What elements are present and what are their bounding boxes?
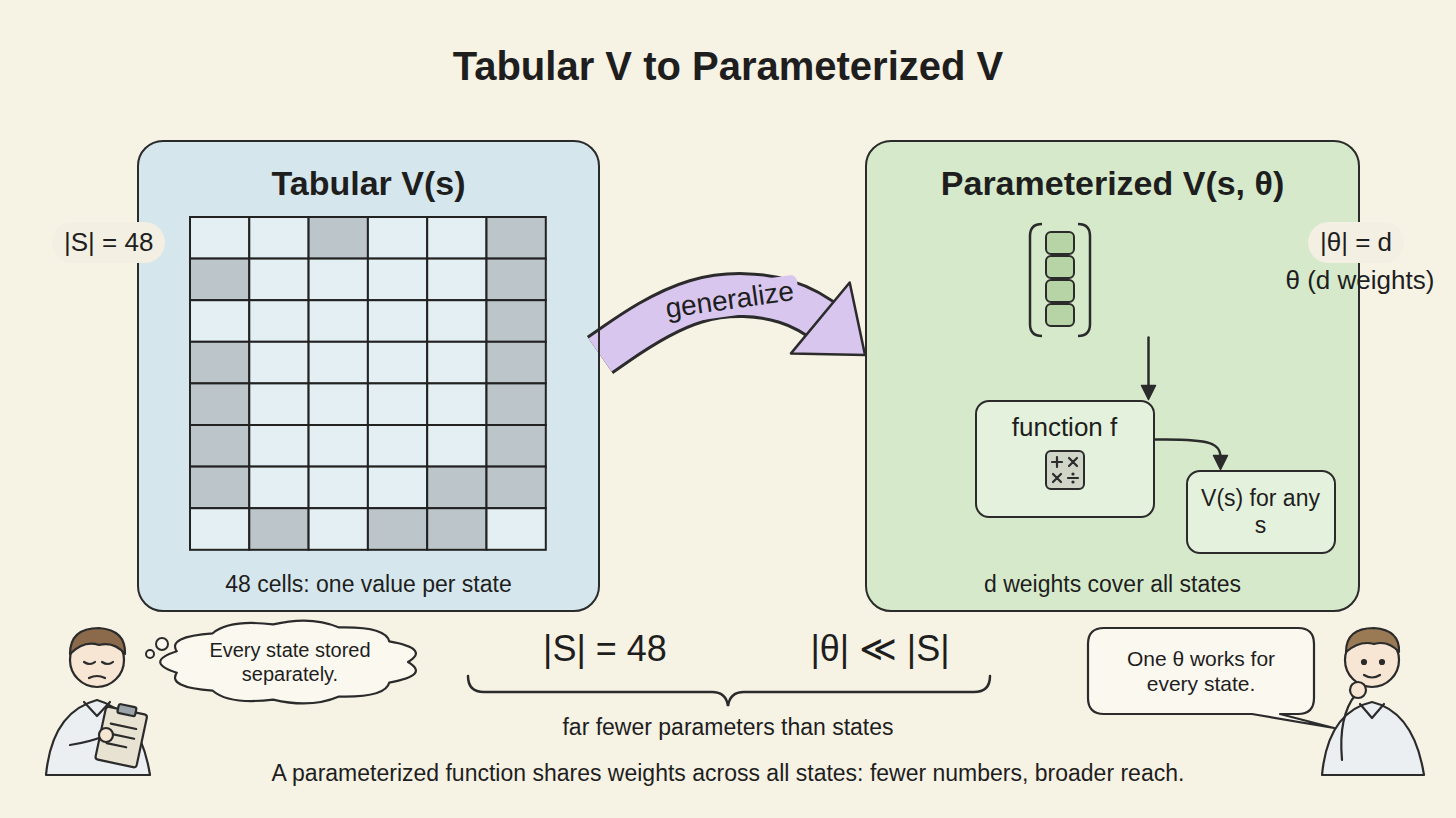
brace	[468, 676, 990, 706]
grid-cell	[309, 342, 368, 384]
cloud-outline	[168, 620, 412, 704]
grid-cell	[249, 259, 308, 301]
theta-vector: θ (d weights)	[1028, 222, 1270, 338]
grid-cell	[249, 425, 308, 467]
parameterized-panel: θ (d weights) function f V(s) for any s Par…	[865, 140, 1360, 612]
weight-cell	[1046, 304, 1074, 326]
grid-cell	[427, 508, 486, 550]
grid-cell	[487, 383, 546, 425]
grid-cell	[427, 259, 486, 301]
param-count-badge: |θ| = d	[1308, 222, 1404, 263]
grid-cell	[487, 467, 546, 509]
grid-cell	[309, 508, 368, 550]
grid-cell	[427, 342, 486, 384]
node-heading: V(s) for any s	[1198, 485, 1324, 538]
grid-cell	[427, 425, 486, 467]
grid-cell	[427, 217, 486, 259]
grid-cell	[368, 425, 427, 467]
grid-cell	[249, 467, 308, 509]
grid-cell	[309, 259, 368, 301]
panel-fill	[137, 140, 600, 612]
node-heading: One θ works for every state.	[1120, 646, 1282, 696]
panel-fills	[137, 140, 1360, 612]
grid-cell	[309, 300, 368, 342]
grid-cell	[249, 300, 308, 342]
function-box: function f	[975, 400, 1155, 518]
grid-cell	[487, 300, 546, 342]
grid-cell	[309, 467, 368, 509]
node-heading: Parameterized V(s, θ)	[941, 164, 1284, 203]
grid-cell	[309, 425, 368, 467]
diagram-caption: A parameterized function shares weights …	[0, 760, 1456, 787]
grid-cell	[487, 342, 546, 384]
grid-cell	[309, 383, 368, 425]
arrowhead	[791, 283, 865, 355]
node-heading: Tabular V(s)	[272, 164, 466, 203]
connector-line	[1147, 338, 1150, 392]
grid-cell	[368, 342, 427, 384]
thought-bubble: Every state stored separately.	[168, 620, 412, 704]
grid-cell	[427, 300, 486, 342]
node-body: d weights cover all states	[984, 571, 1241, 598]
node-heading: θ (d weights)	[1286, 264, 1435, 295]
grid-cell	[249, 342, 308, 384]
grid-cell	[190, 425, 249, 467]
speech-outline	[1088, 628, 1314, 714]
grid-cell	[190, 508, 249, 550]
grid-cell	[190, 300, 249, 342]
grid-cell	[190, 383, 249, 425]
tired-person	[46, 628, 150, 775]
weight-cell	[1046, 256, 1074, 278]
panel-fill	[865, 140, 1360, 612]
diagram-title: Tabular V to Parameterized V	[0, 44, 1456, 89]
arrowhead	[1142, 386, 1156, 400]
grid-cell	[427, 467, 486, 509]
grid-cell	[249, 217, 308, 259]
connector-line	[1155, 440, 1221, 462]
grid-cell	[487, 425, 546, 467]
grid-cell	[368, 508, 427, 550]
grid-cell	[249, 508, 308, 550]
node-heading: Every state stored separately.	[200, 638, 380, 686]
grid-cell	[487, 217, 546, 259]
grid-cell	[368, 467, 427, 509]
thought-dot	[156, 638, 168, 650]
param-comparison: |θ| ≪ |S|	[810, 628, 949, 670]
grid-cell	[249, 383, 308, 425]
vector-bracket	[1030, 224, 1090, 336]
weight-cell	[1046, 232, 1074, 254]
grid-cell	[190, 217, 249, 259]
grid-cell	[368, 383, 427, 425]
grid-cell	[190, 259, 249, 301]
speech-bubble: One θ works for every state.	[1088, 628, 1314, 714]
state-grid	[190, 217, 546, 550]
weight-cell	[1046, 280, 1074, 302]
connector	[1142, 338, 1156, 400]
grid-cell	[368, 259, 427, 301]
tabular-panel: Tabular V(s) 48 cells: one value per stat…	[137, 140, 600, 612]
vector-shape	[1028, 222, 1092, 338]
grid-cell	[487, 259, 546, 301]
grid-cell	[368, 217, 427, 259]
grid-cell	[190, 467, 249, 509]
connector	[1155, 440, 1228, 470]
node-heading: function f	[1012, 412, 1118, 443]
grid-cell	[368, 300, 427, 342]
brace-note: far fewer parameters than states	[562, 714, 893, 741]
node-body: 48 cells: one value per state	[225, 571, 511, 598]
calculator-icon	[1044, 449, 1086, 491]
state-count: |S| = 48	[543, 628, 667, 670]
output-box: V(s) for any s	[1186, 470, 1336, 554]
grid-cell	[309, 217, 368, 259]
grid-cell	[487, 508, 546, 550]
arrowhead	[1214, 456, 1228, 470]
thinking-person	[1322, 628, 1424, 775]
state-count-badge: |S| = 48	[52, 222, 165, 263]
grid-cell	[190, 342, 249, 384]
grid-cell	[427, 383, 486, 425]
thought-dot	[146, 650, 154, 658]
